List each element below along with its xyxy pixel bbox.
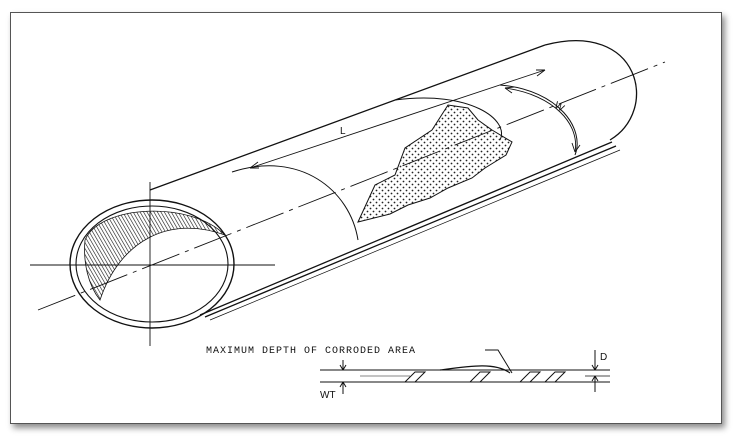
depth-label: D (600, 352, 607, 363)
arc-mid (394, 97, 502, 141)
corroded-area (357, 104, 513, 223)
pipe-bottom-edge-shadow (209, 149, 621, 321)
section-arcs (231, 84, 578, 241)
centerlines (30, 61, 666, 346)
pipe-centerline (37, 61, 666, 311)
length-label: L (340, 126, 346, 137)
pipe-near-end (69, 199, 235, 329)
pipe-bottom-edge (199, 141, 613, 316)
arc-start (231, 165, 359, 241)
dimension-length (249, 69, 546, 169)
caption-label: MAXIMUM DEPTH OF CORRODED AREA (206, 346, 416, 357)
wall-section-detail (320, 349, 610, 394)
pipe-body (149, 40, 638, 321)
pipe-bottom-edge-inner (204, 145, 617, 318)
pipe-far-end (544, 40, 638, 141)
pipe-inner-shading (84, 210, 226, 301)
dimension-width (504, 86, 581, 153)
wall-thickness-label: WT (320, 390, 336, 401)
pipe-top-edge (149, 44, 546, 191)
arc-end (499, 84, 578, 156)
